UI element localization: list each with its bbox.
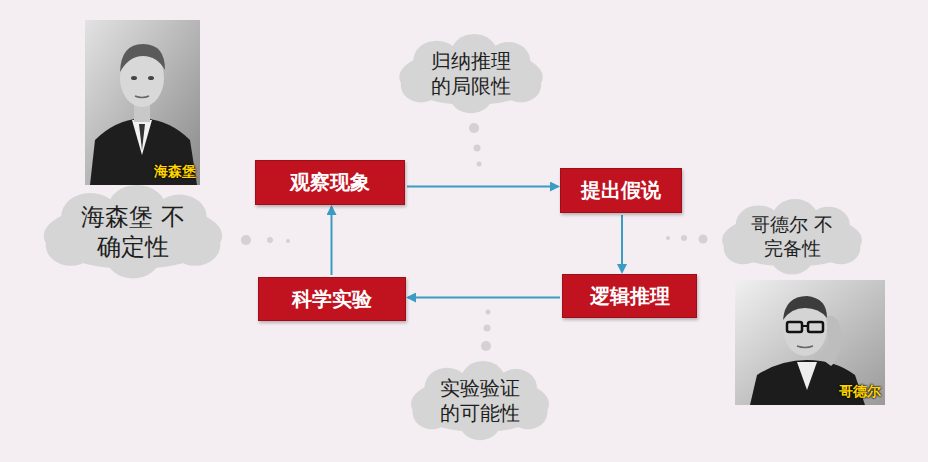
dot — [241, 235, 251, 245]
hand — [823, 316, 841, 366]
dot — [267, 237, 273, 243]
photo-ground — [735, 280, 885, 405]
cloud-shape — [36, 185, 230, 280]
process-box: 观察现象 — [255, 160, 405, 205]
cloud-part — [821, 231, 861, 264]
hair — [120, 44, 165, 72]
dot — [484, 325, 491, 332]
glasses — [808, 322, 823, 332]
dot — [486, 310, 491, 315]
node-text: 实验验证 的可能性 — [430, 376, 530, 426]
mouth — [797, 346, 813, 348]
dot — [469, 123, 479, 133]
flow-arrow — [408, 297, 560, 299]
dot — [666, 236, 670, 240]
shirt — [797, 362, 817, 390]
glasses-bridge — [802, 325, 808, 327]
node-text: 归纳推理 的局限性 — [421, 49, 521, 99]
thought-cloud: 海森堡 不确定性 — [36, 185, 230, 280]
portrait-photo — [85, 20, 200, 185]
glasses — [787, 322, 802, 332]
dots — [241, 123, 708, 351]
flow-arrow — [407, 186, 558, 188]
thought-cloud: 归纳推理 的局限性 — [393, 34, 549, 115]
cloud-fill — [44, 185, 222, 278]
cloud-fill — [722, 199, 862, 275]
name-label: 海森堡 — [154, 163, 200, 185]
dot — [481, 341, 491, 351]
node-text: 观察现象 — [290, 169, 370, 196]
dot — [477, 162, 482, 167]
flow-arrow — [621, 215, 623, 272]
dot — [286, 239, 290, 243]
dot — [474, 145, 481, 152]
dot — [681, 235, 687, 241]
dot — [699, 235, 708, 244]
thought-cloud: 实验验证 的可能性 — [405, 361, 555, 442]
mouth — [135, 96, 149, 98]
flow-arrow — [331, 207, 333, 275]
cloud-part — [724, 231, 764, 264]
node-text: 提出假说 — [581, 177, 661, 204]
thought-cloud: 哥德尔 不完备性 — [716, 199, 868, 276]
shirt — [132, 120, 152, 155]
tie — [139, 124, 145, 150]
portrait-photo: 哥德尔 — [735, 280, 885, 405]
node-text: 科学实验 — [292, 286, 372, 313]
process-box: 提出假说 — [560, 168, 682, 213]
node-text: 哥德尔 不完备性 — [747, 213, 837, 261]
process-box: 逻辑推理 — [562, 274, 697, 318]
cloud-fill — [411, 361, 549, 440]
name-label: 哥德尔 — [839, 383, 885, 405]
eye — [148, 76, 154, 80]
cloud-fill — [399, 34, 543, 113]
hair — [783, 296, 827, 320]
process-box: 科学实验 — [258, 277, 406, 321]
node-text: 逻辑推理 — [590, 283, 670, 310]
photo-ground — [85, 20, 200, 185]
node-text: 海森堡 不确定性 — [78, 202, 188, 262]
eye — [131, 76, 137, 80]
portrait-photo: 海森堡 — [85, 20, 200, 185]
